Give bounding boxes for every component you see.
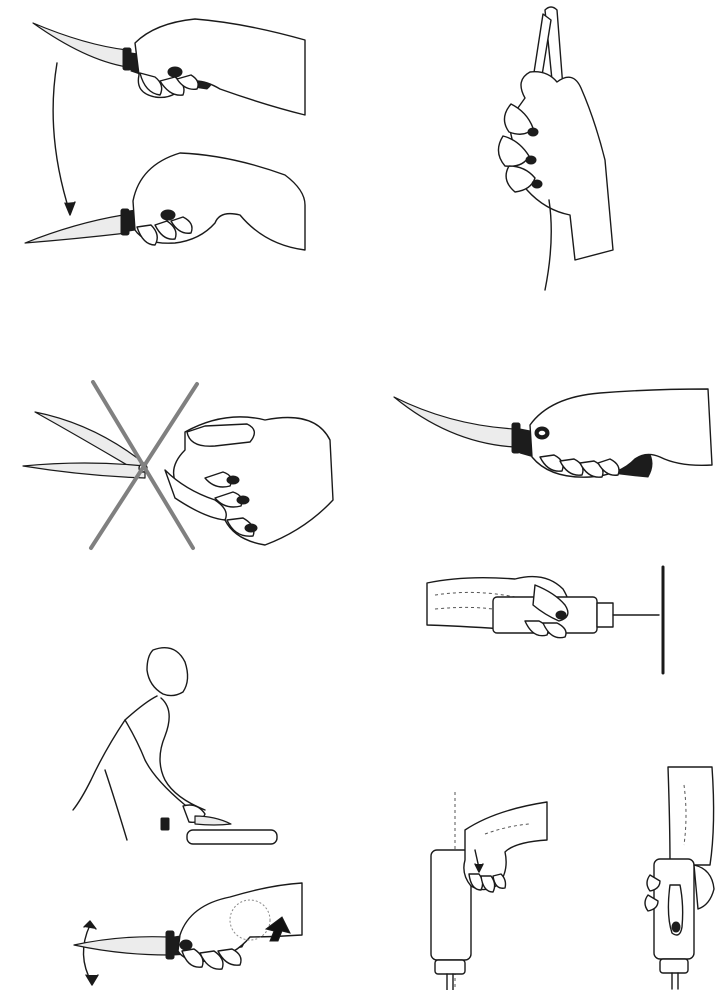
hand-steel-icon <box>498 7 613 290</box>
knife-wrist-pressure-icon <box>74 883 302 985</box>
vertical-drill-palm-icon <box>645 767 714 989</box>
power-tool-vertical-palm-illustration <box>640 765 720 990</box>
knife-grip-rotation-illustration <box>15 5 315 260</box>
scissors-prohibited-icon <box>23 382 333 548</box>
knife-hand-rotation-icon <box>25 19 305 250</box>
drill-wall-icon <box>427 567 663 673</box>
worker-posture-icon <box>73 648 277 844</box>
power-tool-vertical-trigger-illustration <box>425 790 550 990</box>
vertical-drill-trigger-icon <box>431 792 547 990</box>
knife-wrist-angle-illustration <box>70 875 305 990</box>
worker-cutting-on-board-illustration <box>65 640 285 855</box>
power-tool-horizontal-push-illustration <box>425 565 675 675</box>
knife-standard-grip-illustration <box>390 385 715 490</box>
scissors-grip-crossed-out-illustration <box>15 380 335 555</box>
sharpening-steel-grip-illustration <box>485 0 625 295</box>
knife-hand-icon <box>394 389 712 477</box>
